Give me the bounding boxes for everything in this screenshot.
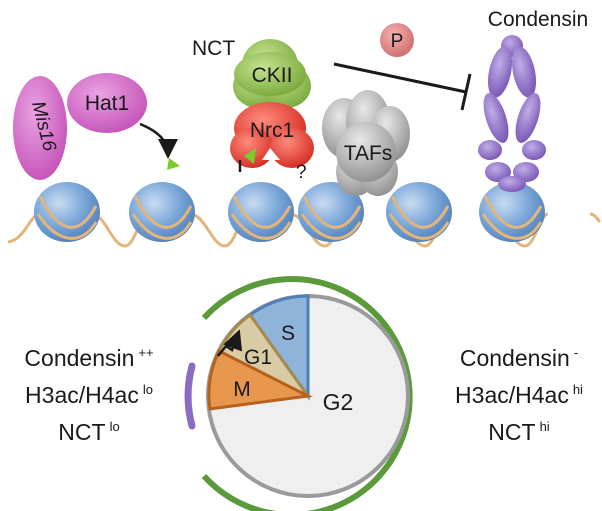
g2-phase-label: G2 (323, 389, 354, 415)
nrc1-protein (230, 102, 314, 168)
hat1-label: Hat1 (85, 92, 129, 115)
nucleosome (129, 182, 195, 242)
g1-phase-label: G1 (244, 346, 272, 369)
left-condensin-line: Condensin++ (24, 345, 154, 371)
hat1-protein (67, 73, 147, 133)
cycle-direction-arrow (217, 329, 243, 357)
nrc1-label: Nrc1 (250, 119, 294, 142)
nct-label: NCT (192, 37, 235, 60)
dna-strand (7, 212, 602, 248)
mis16-protein (13, 76, 67, 180)
nucleosome-row (34, 182, 545, 242)
s-phase-label: S (281, 322, 295, 345)
ckii-protein (233, 39, 311, 108)
mis16-hat1-complex: Mis16 Hat1 (13, 73, 147, 180)
nucleosome (479, 182, 545, 242)
acetyl-mark-icon (244, 148, 256, 164)
ckii-label: CKII (252, 64, 293, 87)
nucleosome (386, 182, 452, 242)
m-phase (207, 348, 314, 411)
inhibition-line (333, 62, 467, 94)
nucleosome (34, 182, 100, 242)
condensin-complex (478, 35, 546, 192)
phospho-label: P (391, 31, 404, 52)
hat1-acetylation-arrow (139, 122, 178, 159)
cell-cycle-diagram: S G1 M G2 (184, 276, 413, 511)
tafs-label: TAFs (344, 142, 393, 165)
m-phase-label: M (233, 378, 251, 401)
condensin-ring-segment (184, 362, 196, 430)
tafs-complex (322, 90, 410, 196)
nucleosome (228, 182, 294, 242)
phospho-icon (380, 23, 414, 57)
acetyl-mark-icon (167, 158, 180, 170)
right-condensin-line: Condensin- (459, 345, 579, 371)
question-mark: ? (296, 162, 307, 183)
condensin-label: Condensin (488, 8, 588, 31)
inhibition-bar (460, 73, 472, 111)
nucleosome (298, 182, 364, 242)
